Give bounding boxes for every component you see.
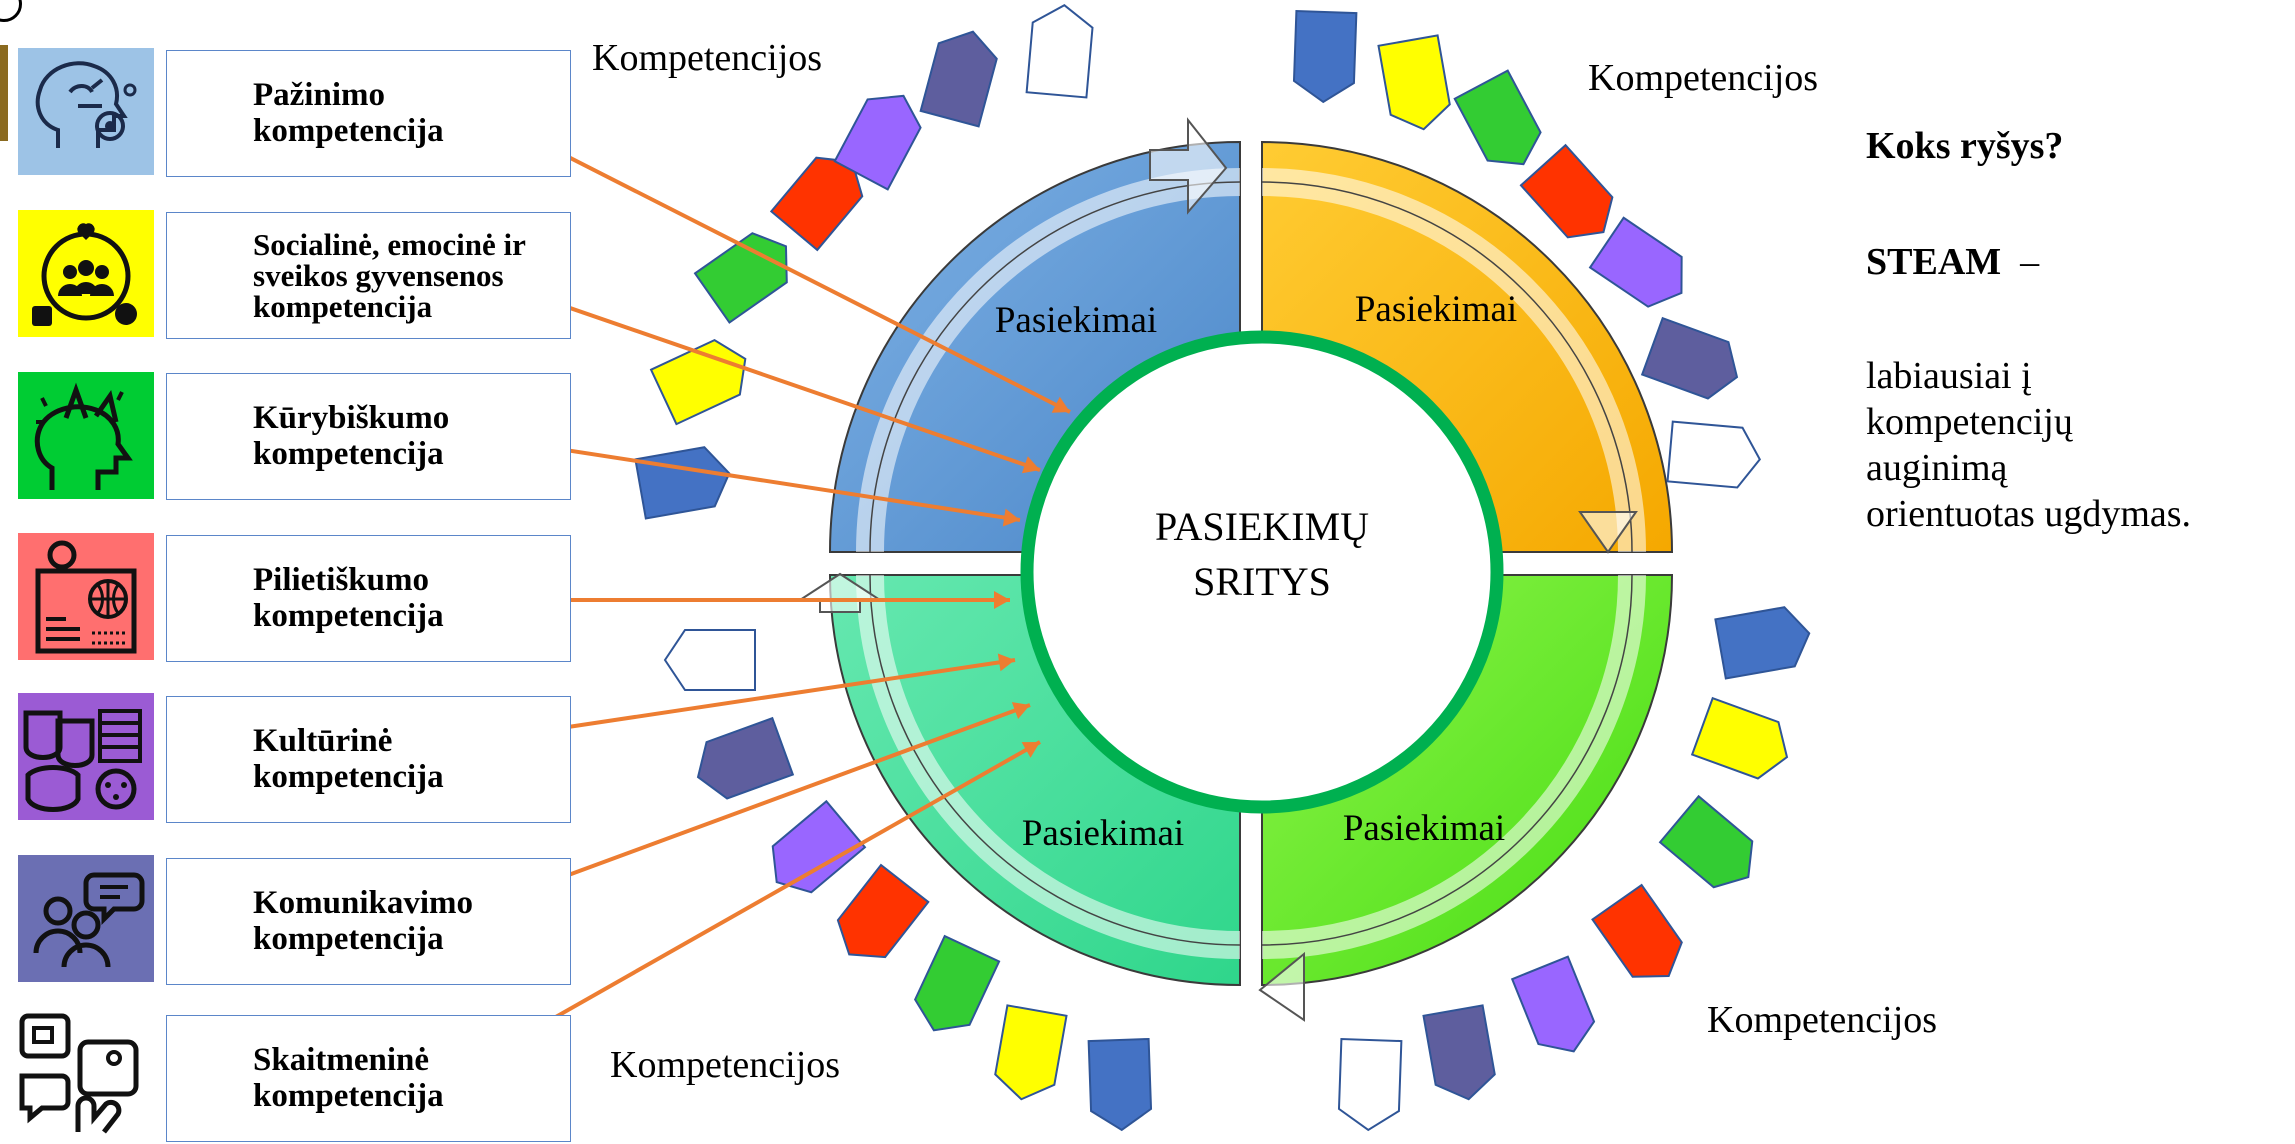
kompetencijos-label-top-right: Kompetencijos — [1588, 57, 1819, 99]
competence-tag — [1087, 1037, 1153, 1132]
center-title-line2: SRITYS — [1193, 559, 1331, 604]
competence-tag — [1337, 1037, 1403, 1132]
competence-tag — [1591, 883, 1683, 978]
connector-arrowhead-end — [1021, 742, 1040, 758]
quadrant-label-top-left: Pasiekimai — [995, 300, 1157, 341]
competence-tag — [919, 30, 998, 128]
competence-box-pilietiskumo: Pilietiškumo kompetencija — [166, 535, 571, 662]
competence-label: Kūrybiškumo kompetencija — [253, 399, 450, 472]
competence-tag — [696, 716, 795, 800]
quadrant-label-top-right: Pasiekimai — [1355, 289, 1517, 330]
side-line-2: kompetencijų — [1866, 401, 2073, 443]
competence-tag — [1640, 316, 1739, 400]
competence-tag — [1453, 69, 1542, 166]
globe-id-icon — [18, 533, 154, 660]
side-steam-line: STEAM – — [1866, 240, 2039, 286]
competence-label: Pažinimo kompetencija — [253, 76, 444, 149]
kompetencijos-label-top-left: Kompetencijos — [592, 37, 823, 79]
competence-tag — [1292, 9, 1358, 104]
connector-arrowhead-end — [1011, 702, 1030, 719]
connector-arrowhead-end — [1021, 456, 1040, 474]
competence-label: Skaitmeninė kompetencija — [253, 1041, 444, 1114]
kompetencijos-label-bottom-left: Kompetencijos — [610, 1044, 841, 1086]
competence-tag — [1025, 3, 1094, 99]
competence-tag — [836, 863, 930, 959]
kompetencijos-label-bottom-right: Kompetencijos — [1707, 999, 1938, 1041]
cycle-arrowhead-bottom — [1258, 951, 1305, 1022]
competence-tag — [1510, 955, 1596, 1053]
connector-arrowhead-end — [1002, 508, 1020, 527]
competence-tag — [649, 338, 747, 426]
digital-media-icon — [18, 1012, 154, 1139]
competence-tag — [1588, 216, 1683, 308]
competence-tag — [693, 232, 788, 324]
competence-box-skaitmenine: Skaitmeninė kompetencija — [166, 1015, 571, 1142]
competence-box-kurybiskumo: Kūrybiškumo kompetencija — [166, 373, 571, 500]
competence-label: Socialinė, emocinė ir sveikos gyvensenos… — [253, 227, 526, 324]
competence-label: Kultūrinė kompetencija — [253, 722, 444, 795]
side-line-4: orientuotas ugdymas. — [1866, 493, 2192, 535]
side-question: Koks ryšys? — [1866, 125, 2064, 167]
competence-tag — [634, 446, 731, 520]
corner-circle-fragment — [0, 0, 22, 22]
connector-arrow — [479, 275, 1041, 472]
side-dash: – — [2020, 241, 2040, 283]
competence-tag — [1658, 794, 1754, 889]
center-circle — [1020, 330, 1504, 814]
cycle-arrowhead-right — [1578, 511, 1638, 554]
quadrant-top-left-arc-line — [869, 181, 1241, 553]
brain-gears-icon — [18, 48, 154, 175]
center-title-line1: PASIEKIMŲ — [1155, 504, 1369, 549]
theatre-masks-icon — [18, 693, 154, 820]
competence-box-socialine: Socialinė, emocinė ir sveikos gyvensenos… — [166, 212, 571, 339]
quadrant-bottom-left-arc-line — [869, 574, 1241, 946]
competence-tag — [1377, 34, 1451, 131]
competence-tag — [833, 94, 922, 191]
connector-arrow — [479, 110, 1071, 414]
quadrant-label-bottom-right: Pasiekimai — [1343, 808, 1505, 849]
connector-arrow — [479, 740, 1041, 1062]
competence-tag — [1519, 143, 1614, 239]
competence-tag — [1714, 606, 1811, 680]
connector-arrowhead-end — [997, 653, 1015, 672]
competence-tag — [913, 934, 1001, 1032]
quadrant-label-bottom-left: Pasiekimai — [1022, 813, 1184, 854]
competence-box-komunikavimo: Komunikavimo kompetencija — [166, 858, 571, 985]
creative-head-icon — [18, 372, 154, 499]
chat-people-icon — [18, 855, 154, 982]
side-line-3: auginimą — [1866, 447, 2008, 489]
quadrant-bottom-right-arc-line — [1261, 574, 1633, 946]
quadrant-top-right-arc-line — [1261, 181, 1633, 553]
connector-arrowhead-end — [994, 591, 1010, 609]
side-line-1: labiausiai į — [1866, 355, 2032, 397]
competence-tag — [769, 156, 864, 252]
side-steam: STEAM — [1866, 241, 2002, 283]
competence-tag — [1690, 696, 1789, 780]
competence-tag — [1422, 1004, 1496, 1101]
competence-tag — [771, 799, 867, 894]
people-heart-icon — [18, 210, 154, 337]
cycle-arrowhead-top — [1149, 117, 1228, 215]
corner-image-fragment — [0, 45, 8, 141]
competence-tag — [1666, 420, 1762, 489]
competence-label: Pilietiškumo kompetencija — [253, 561, 444, 634]
competence-box-kulturine: Kultūrinė kompetencija — [166, 696, 571, 823]
competence-tag — [663, 629, 756, 691]
connector-arrowhead-end — [1051, 396, 1070, 413]
competence-tag — [994, 1004, 1068, 1101]
competence-box-pazinimo: Pažinimo kompetencija — [166, 50, 571, 177]
competence-label: Komunikavimo kompetencija — [253, 884, 474, 957]
